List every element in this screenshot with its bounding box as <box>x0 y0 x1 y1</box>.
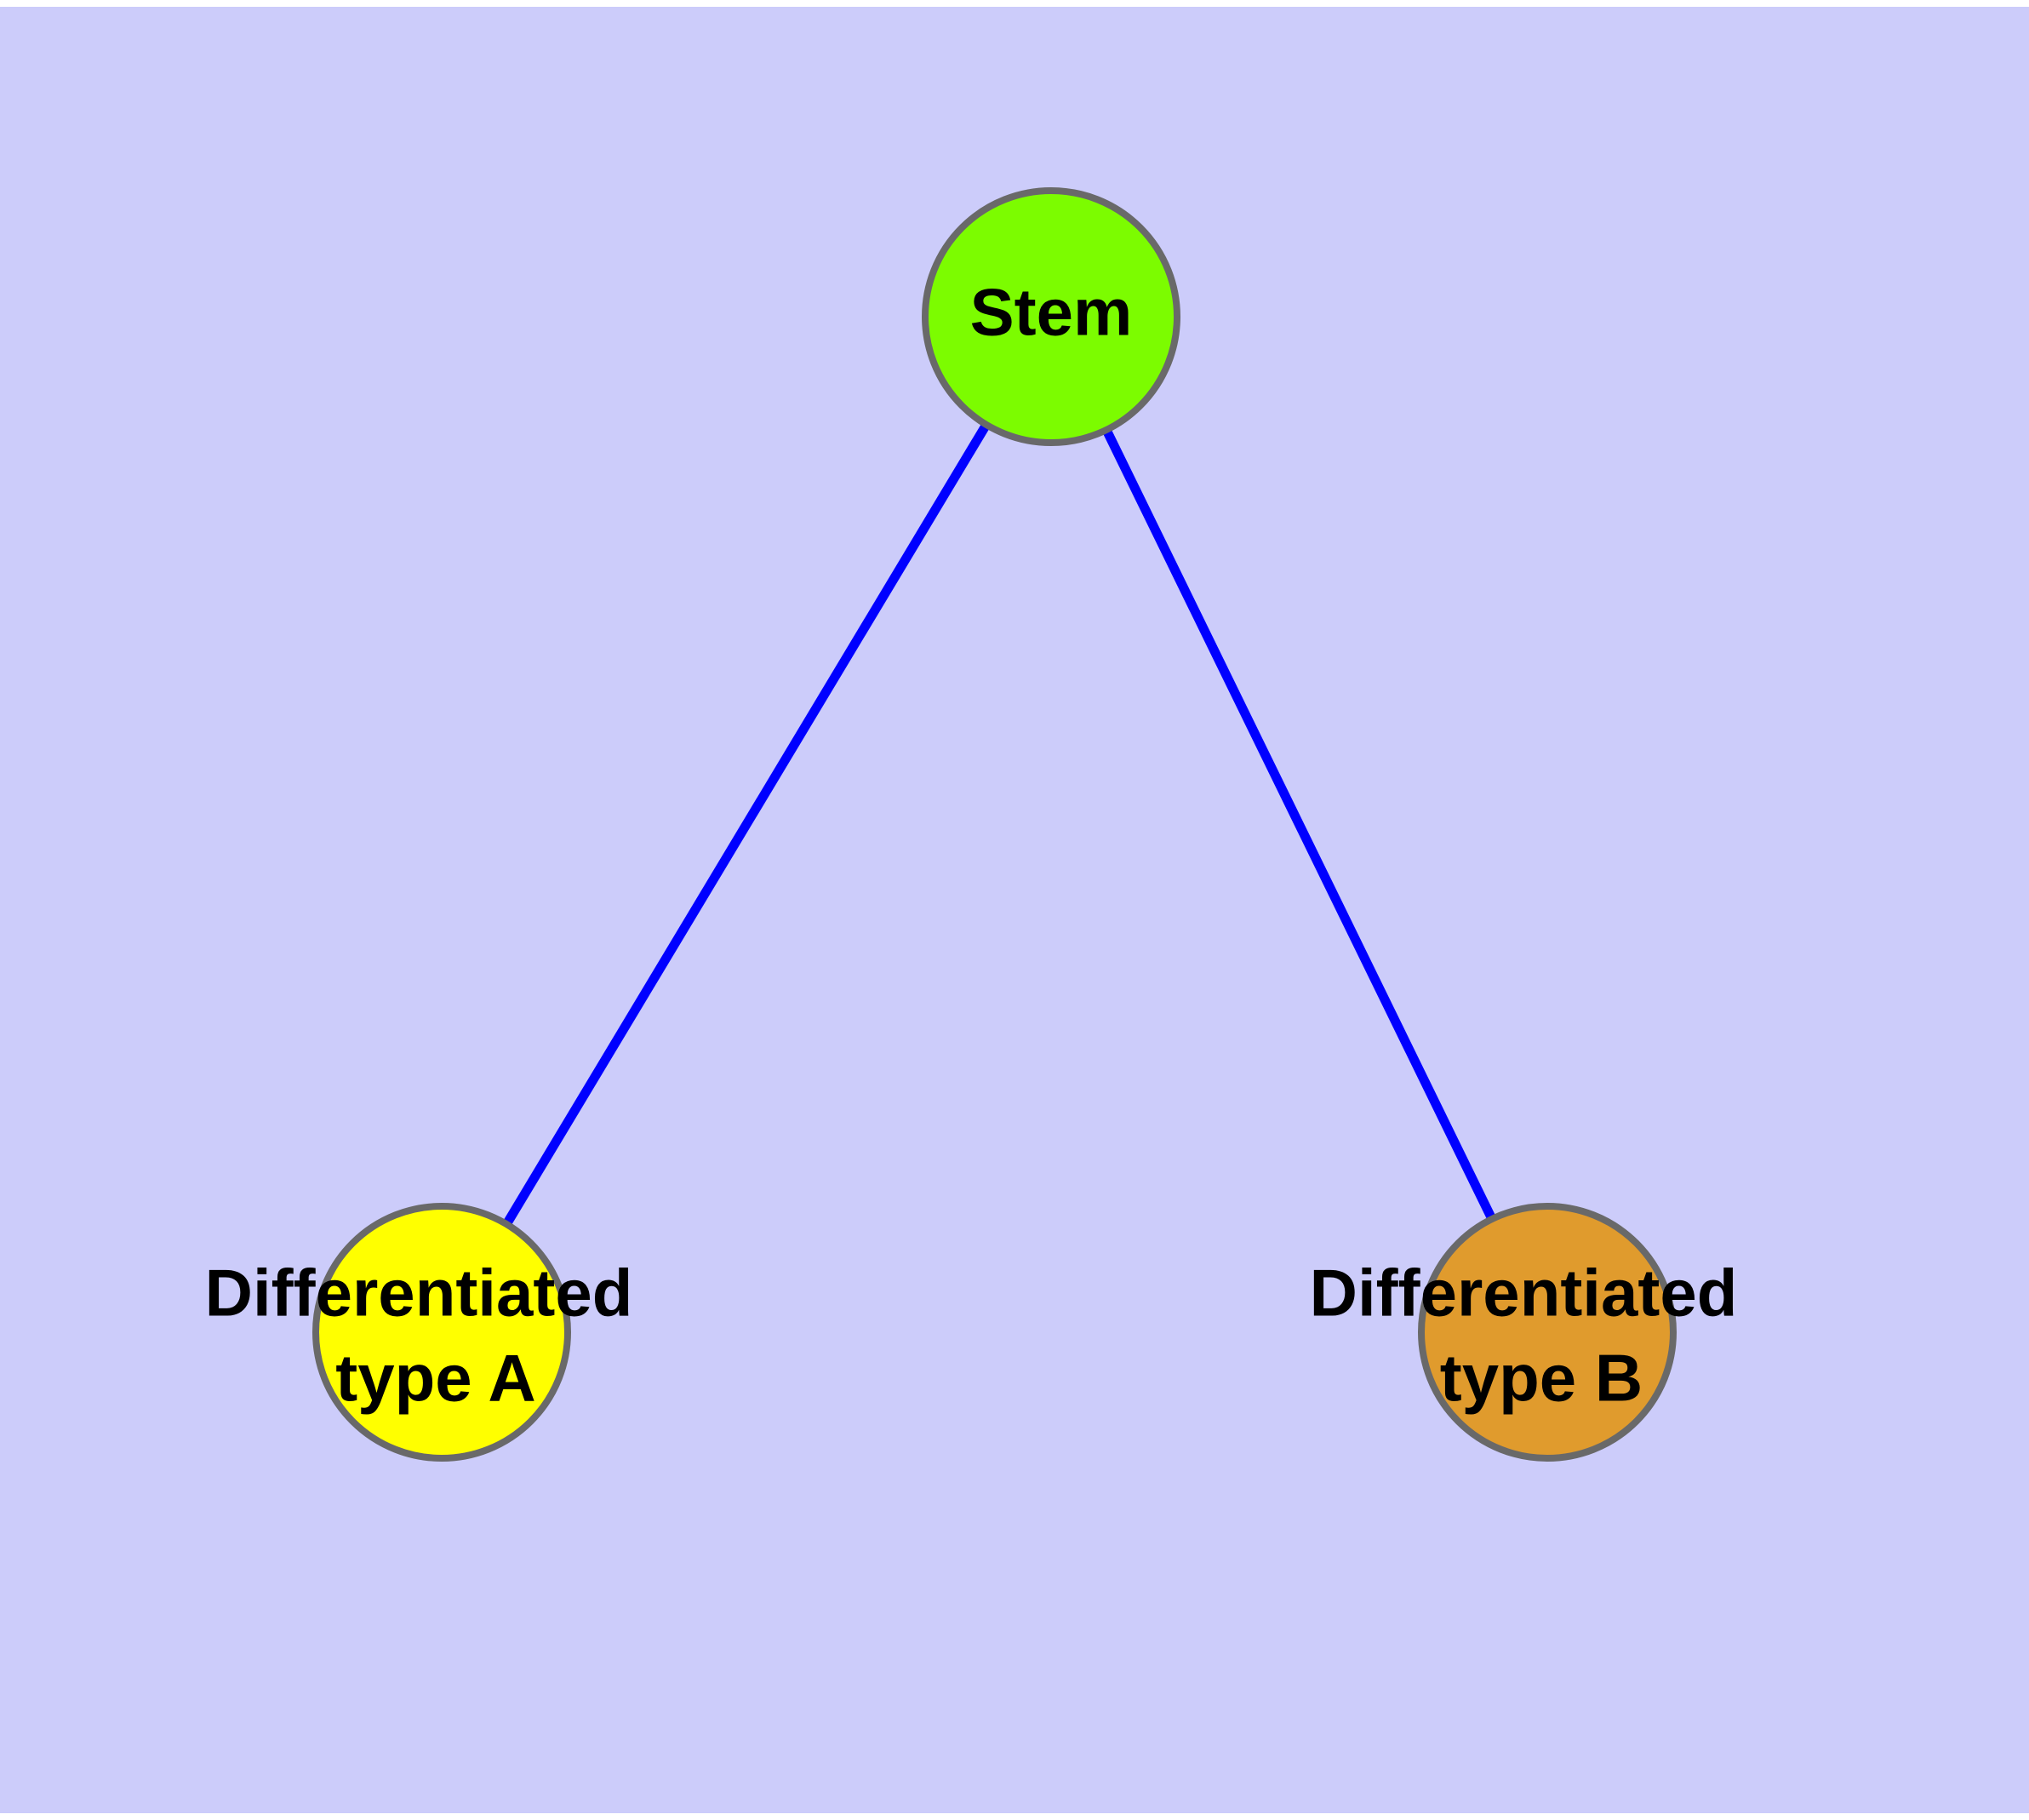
node-differentiated-type-a-label-line2: type A <box>335 1341 536 1416</box>
node-differentiated-type-a[interactable] <box>312 1203 571 1462</box>
node-differentiated-type-b-label-line2: type B <box>1440 1341 1643 1416</box>
labels-layer: Stem Differentiated type A Differentiate… <box>205 275 1738 1416</box>
node-differentiated-type-b-label-line1: Differentiated <box>1310 1256 1738 1331</box>
node-differentiated-type-b-circle[interactable] <box>1418 1203 1677 1462</box>
node-stem-label: Stem <box>970 275 1133 350</box>
node-differentiated-type-a-circle[interactable] <box>312 1203 571 1462</box>
nodes-layer <box>312 187 1677 1462</box>
node-stem[interactable] <box>922 187 1180 446</box>
edge-stem-to-differentiated-type-b[interactable] <box>1098 420 1500 1229</box>
edge-stem-to-differentiated-type-a[interactable] <box>498 415 995 1234</box>
node-differentiated-type-b[interactable] <box>1418 1203 1677 1462</box>
node-differentiated-type-a-label-line1: Differentiated <box>205 1256 633 1331</box>
node-stem-circle[interactable] <box>922 187 1180 446</box>
edges-layer <box>498 415 1500 1234</box>
